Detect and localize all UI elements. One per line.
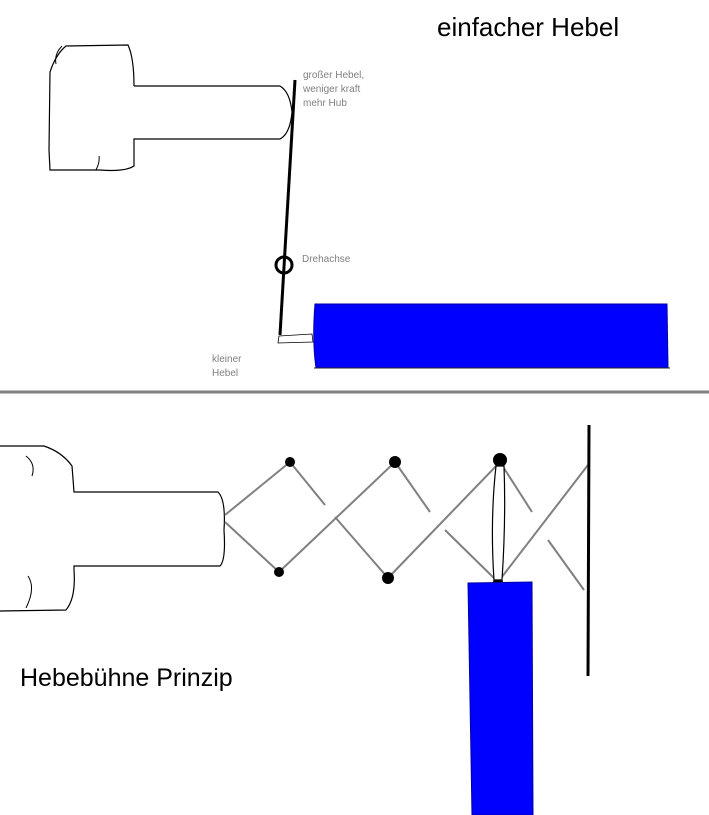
cylinder-outline-top (48, 44, 293, 172)
wall-bar (586, 424, 591, 677)
lever-bar (278, 79, 297, 336)
scissor-joints (274, 453, 507, 587)
connecting-rod (491, 465, 506, 581)
big-lever-label: großer Hebel, weniger kraft mehr Hub (302, 70, 367, 109)
scissor-linkage (224, 461, 589, 591)
bottom-title: Hebebühne Prinzip (20, 664, 233, 692)
pivot-label: Drehachse (302, 254, 351, 265)
cylinder-outline-bottom (0, 445, 226, 612)
pivot-circle (274, 255, 294, 275)
blue-block-bottom (467, 581, 534, 815)
blue-block-top (313, 303, 669, 369)
small-lever-label: kleiner Hebel (212, 354, 244, 379)
top-title: einfacher Hebel (437, 12, 619, 42)
small-lever-foot (277, 333, 314, 344)
cylinder-detail-top (55, 45, 100, 171)
cylinder-detail-bottom (25, 455, 34, 609)
